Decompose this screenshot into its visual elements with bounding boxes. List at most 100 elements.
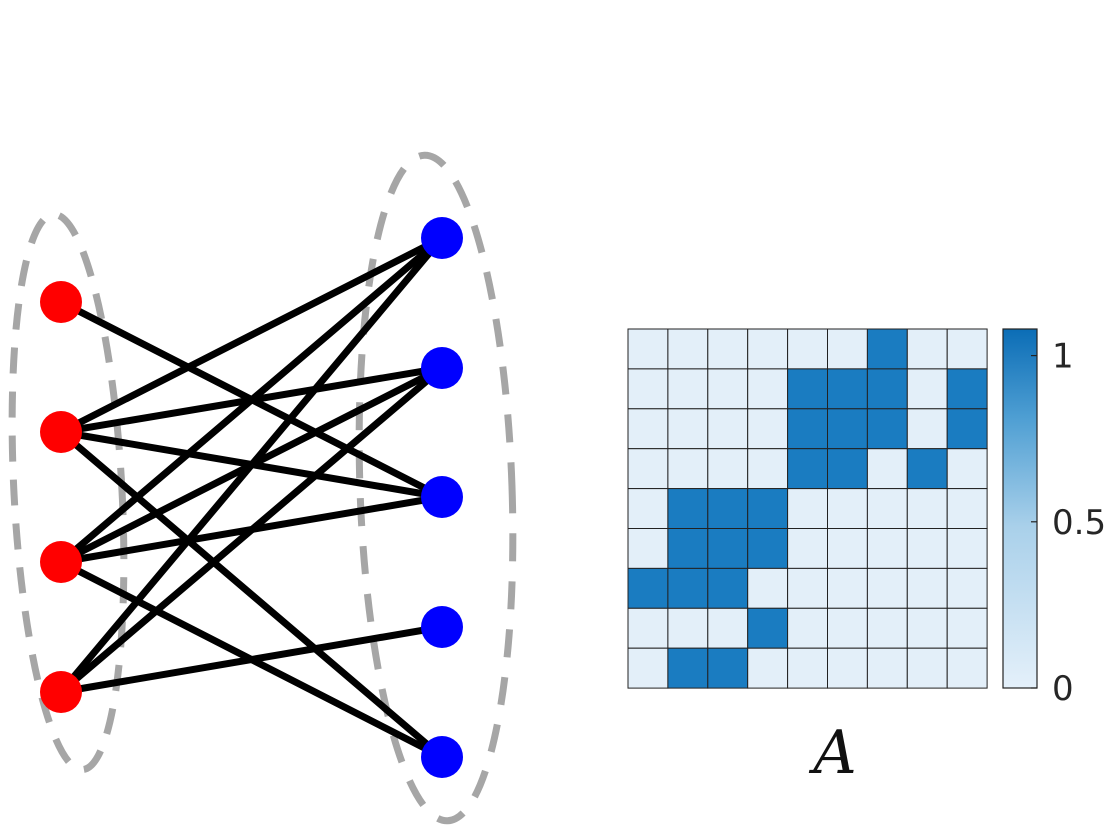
matrix-cell-r3-c4: [747, 408, 789, 450]
matrix-cell-r1-c1: [627, 328, 669, 370]
matrix-cell-r8-c8: [906, 607, 948, 649]
matrix-cell-r6-c7: [866, 528, 908, 569]
matrix-cell-r7-c3: [707, 567, 749, 609]
matrix-cell-r3-c3: [707, 408, 749, 450]
colorbar: 10.50: [1002, 328, 1106, 709]
matrix-cell-r7-c5: [787, 567, 828, 609]
edge-L2-R5: [57, 428, 446, 761]
matrix-cell-r7-c2: [667, 567, 709, 609]
matrix-cell-r5-c6: [827, 488, 868, 530]
matrix-cell-r7-c1: [627, 567, 669, 609]
matrix-cell-r2-c2: [667, 368, 709, 410]
matrix-cell-r9-c7: [866, 647, 908, 689]
matrix-cell-r8-c2: [667, 607, 709, 649]
graph-edges: [57, 234, 446, 761]
matrix-cell-r9-c9: [946, 647, 988, 689]
matrix-cell-r9-c2: [667, 647, 709, 689]
left-node-1: [40, 281, 82, 323]
matrix-cell-r2-c5: [787, 368, 828, 410]
matrix-cell-r4-c4: [747, 448, 789, 490]
group-outlines: [8, 151, 517, 825]
matrix-cell-r4-c5: [787, 448, 828, 490]
matrix-cell-r9-c8: [906, 647, 948, 689]
matrix-cell-r8-c5: [787, 607, 828, 649]
matrix-cell-r8-c9: [946, 607, 988, 649]
left-group-outline: [8, 210, 128, 774]
matrix-cell-r7-c9: [946, 567, 988, 609]
edge-L4-R1: [57, 234, 446, 696]
matrix-cell-r1-c6: [827, 328, 868, 370]
matrix-cell-r3-c8: [906, 408, 948, 450]
right-node-1: [421, 217, 463, 259]
matrix-cell-r3-c5: [787, 408, 828, 450]
matrix-cell-r3-c2: [667, 408, 709, 450]
edge-L2-R1: [57, 234, 446, 436]
right-node-4: [421, 606, 463, 648]
matrix-cell-r4-c9: [946, 448, 988, 490]
matrix-cell-r4-c8: [906, 448, 948, 490]
matrix-cell-r2-c1: [627, 368, 669, 410]
matrix-cell-r9-c6: [827, 647, 868, 689]
colorbar-ticks: 10.50: [1031, 337, 1106, 709]
right-node-5: [421, 736, 463, 778]
matrix-cell-r7-c6: [827, 567, 868, 609]
matrix-cell-r8-c6: [827, 607, 868, 649]
matrix-cell-r1-c9: [946, 328, 988, 370]
matrix-cell-r6-c6: [827, 528, 868, 569]
matrix-cell-r1-c4: [747, 328, 789, 370]
left-node-3: [40, 541, 82, 583]
right-node-2: [421, 347, 463, 389]
graph-nodes: [40, 217, 463, 778]
matrix-cell-r3-c7: [866, 408, 908, 450]
matrix-cell-r4-c3: [707, 448, 749, 490]
matrix-cell-r8-c3: [707, 607, 749, 649]
matrix-cell-r7-c7: [866, 567, 908, 609]
matrix-cell-r4-c2: [667, 448, 709, 490]
matrix-cell-r7-c4: [747, 567, 789, 609]
matrix-cell-r3-c6: [827, 408, 868, 450]
matrix-cell-r5-c9: [946, 488, 988, 530]
adjacency-matrix: [627, 328, 988, 689]
matrix-cell-r5-c8: [906, 488, 948, 530]
matrix-cell-r9-c5: [787, 647, 828, 689]
matrix-label: A: [808, 718, 856, 788]
matrix-cell-r2-c3: [707, 368, 749, 410]
right-node-3: [421, 476, 463, 518]
matrix-cell-r9-c4: [747, 647, 789, 689]
colorbar-gradient: [1002, 328, 1038, 689]
matrix-cell-r6-c8: [906, 528, 948, 569]
matrix-cell-r2-c6: [827, 368, 868, 410]
matrix-cell-r1-c7: [866, 328, 908, 370]
matrix-cell-r4-c1: [627, 448, 669, 490]
matrix-cell-r9-c3: [707, 647, 749, 689]
matrix-cell-r4-c6: [827, 448, 868, 490]
left-node-2: [40, 411, 82, 453]
matrix-cell-r3-c1: [627, 408, 669, 450]
matrix-cell-r5-c1: [627, 488, 669, 530]
matrix-cell-r5-c3: [707, 488, 749, 530]
right-group-outline: [355, 151, 517, 825]
left-node-4: [40, 671, 82, 713]
matrix-cell-r9-c1: [627, 647, 669, 689]
matrix-cell-r6-c9: [946, 528, 988, 569]
matrix-cell-r1-c5: [787, 328, 828, 370]
matrix-cell-r2-c8: [906, 368, 948, 410]
matrix-cell-r2-c7: [866, 368, 908, 410]
matrix-cell-r1-c3: [707, 328, 749, 370]
matrix-cell-r2-c4: [747, 368, 789, 410]
matrix-cell-r5-c7: [866, 488, 908, 530]
matrix-cell-r6-c5: [787, 528, 828, 569]
matrix-cell-r5-c4: [747, 488, 789, 530]
matrix-cell-r7-c8: [906, 567, 948, 609]
matrix-cell-r6-c1: [627, 528, 669, 569]
matrix-cell-r6-c3: [707, 528, 749, 569]
matrix-cell-r1-c8: [906, 328, 948, 370]
matrix-cell-r3-c9: [946, 408, 988, 450]
edge-L4-R4: [57, 623, 446, 696]
matrix-cell-r8-c7: [866, 607, 908, 649]
matrix-cell-r8-c1: [627, 607, 669, 649]
edge-L3-R1: [57, 234, 446, 566]
matrix-cell-r8-c4: [747, 607, 789, 649]
colorbar-tick-label-2: 0.5: [1052, 503, 1106, 543]
